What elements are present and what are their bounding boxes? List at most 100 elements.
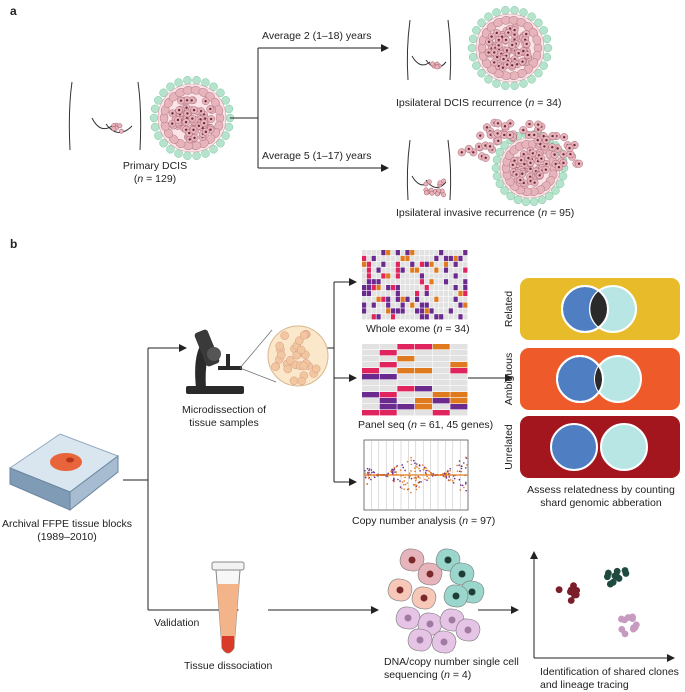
assess-relatedness-label: Assess relatedness by counting shard gen… — [527, 484, 675, 509]
cna-point — [413, 477, 416, 479]
heatmap-cell — [458, 285, 463, 291]
cna-point — [460, 470, 463, 473]
tissue-cell — [297, 376, 306, 386]
cna-point — [414, 462, 416, 464]
panel-cell — [432, 356, 450, 362]
heatmap-cell — [463, 314, 468, 320]
heatmap-cell — [386, 314, 391, 320]
heatmap-cell — [424, 308, 429, 314]
tumor-nucleus — [177, 108, 181, 112]
heatmap-cell — [362, 296, 367, 302]
myoepithelial-cell — [534, 68, 543, 78]
ffpe-label: Archival FFPE tissue blocks (1989–2010) — [1, 518, 133, 543]
heatmap-cell — [463, 285, 468, 291]
heatmap-cell — [405, 296, 410, 302]
cna-point — [364, 469, 366, 472]
heatmap-cell — [443, 267, 449, 273]
panel-cell — [415, 398, 433, 404]
cna-point — [463, 486, 465, 489]
invasive-nucleus — [460, 151, 463, 154]
cna-point — [443, 472, 446, 475]
myoepithelial-cell — [555, 179, 565, 189]
heatmap-cell — [429, 302, 434, 308]
heatmap-cell — [429, 273, 434, 279]
cna-point — [459, 484, 462, 486]
myoepithelial-cell — [539, 26, 548, 35]
invasive-recurrence-label: Ipsilateral invasive recurrence (n = 95) — [396, 207, 575, 219]
myoepithelial-cell — [558, 171, 568, 181]
myoepithelial-cell — [174, 149, 183, 158]
heatmap-cell — [434, 285, 439, 291]
heatmap-cell — [434, 267, 439, 273]
heatmap-cell — [376, 261, 381, 267]
heatmap-cell — [386, 255, 391, 262]
panel-cell — [450, 368, 468, 374]
heatmap-cell — [419, 273, 425, 279]
invasive-nucleus — [467, 147, 471, 151]
tumor-nucleus — [487, 51, 490, 54]
heatmap-cell — [415, 255, 420, 262]
panel-cell — [397, 392, 415, 398]
cna-point — [392, 479, 395, 481]
tumor-nucleus — [515, 63, 519, 66]
panel-cell — [379, 344, 397, 350]
heatmap-cell — [453, 273, 458, 279]
invasive-nucleus — [472, 151, 475, 154]
heatmap-cell — [366, 296, 372, 302]
myoepithelial-cell — [534, 18, 543, 28]
cna-point — [449, 479, 452, 481]
myoepithelial-cell — [216, 138, 225, 148]
dissociation-label: Tissue dissociation — [184, 660, 273, 672]
heatmap-cell — [448, 261, 453, 267]
heatmap-cell — [439, 285, 444, 291]
dcis-recurrence-lesion — [430, 61, 442, 70]
tumor-nucleus — [203, 117, 207, 120]
cna-point — [399, 469, 402, 471]
cna-point — [368, 477, 370, 480]
tumor-nucleus — [492, 61, 496, 64]
panel-cell — [450, 404, 468, 410]
heatmap-cell — [434, 308, 439, 314]
heatmap-cell — [463, 261, 468, 267]
panel-cell — [432, 392, 450, 398]
panel-cell — [379, 362, 397, 368]
cna-point — [393, 468, 396, 470]
heatmap-cell — [448, 255, 453, 262]
heatmap-cell — [405, 255, 410, 262]
heatmap-cell — [439, 290, 444, 297]
clone-point — [567, 597, 575, 604]
heatmap-cell — [386, 302, 391, 308]
branch-top-label: Average 2 (1–18) years — [262, 30, 372, 42]
heatmap-cell — [410, 314, 415, 320]
tumor-nucleus — [191, 117, 194, 120]
heatmap-cell — [381, 290, 386, 297]
single-cells-illustration — [387, 548, 485, 654]
myoepithelial-cell — [527, 75, 536, 84]
panel-cell — [397, 362, 415, 368]
heatmap-cell — [453, 302, 458, 308]
tumor-nucleus — [538, 174, 541, 177]
heatmap-cell — [463, 267, 468, 273]
cna-point — [458, 478, 461, 481]
panel-seq-heatmap — [362, 344, 468, 416]
heatmap-cell — [376, 250, 381, 256]
heatmap-cell — [390, 290, 396, 297]
tissue-cell — [296, 345, 306, 355]
heatmap-cell — [405, 308, 410, 314]
heatmap-cell — [395, 314, 400, 320]
heatmap-cell — [463, 255, 468, 262]
venn-related — [520, 278, 680, 340]
tissue-cell — [299, 361, 308, 371]
heatmap-cell — [429, 314, 434, 320]
lesion-cell — [117, 123, 123, 129]
tumor-nucleus — [204, 130, 208, 134]
copy-number-label: Copy number analysis (n = 97) — [352, 515, 496, 527]
heatmap-cell — [429, 267, 434, 273]
invasive-nucleus — [562, 153, 565, 156]
cna-point — [402, 466, 404, 469]
heatmap-cell — [458, 250, 463, 256]
heatmap-cell — [381, 308, 386, 314]
cna-point — [393, 466, 396, 469]
heatmap-cell — [371, 296, 376, 302]
tumor-nucleus — [505, 49, 509, 52]
